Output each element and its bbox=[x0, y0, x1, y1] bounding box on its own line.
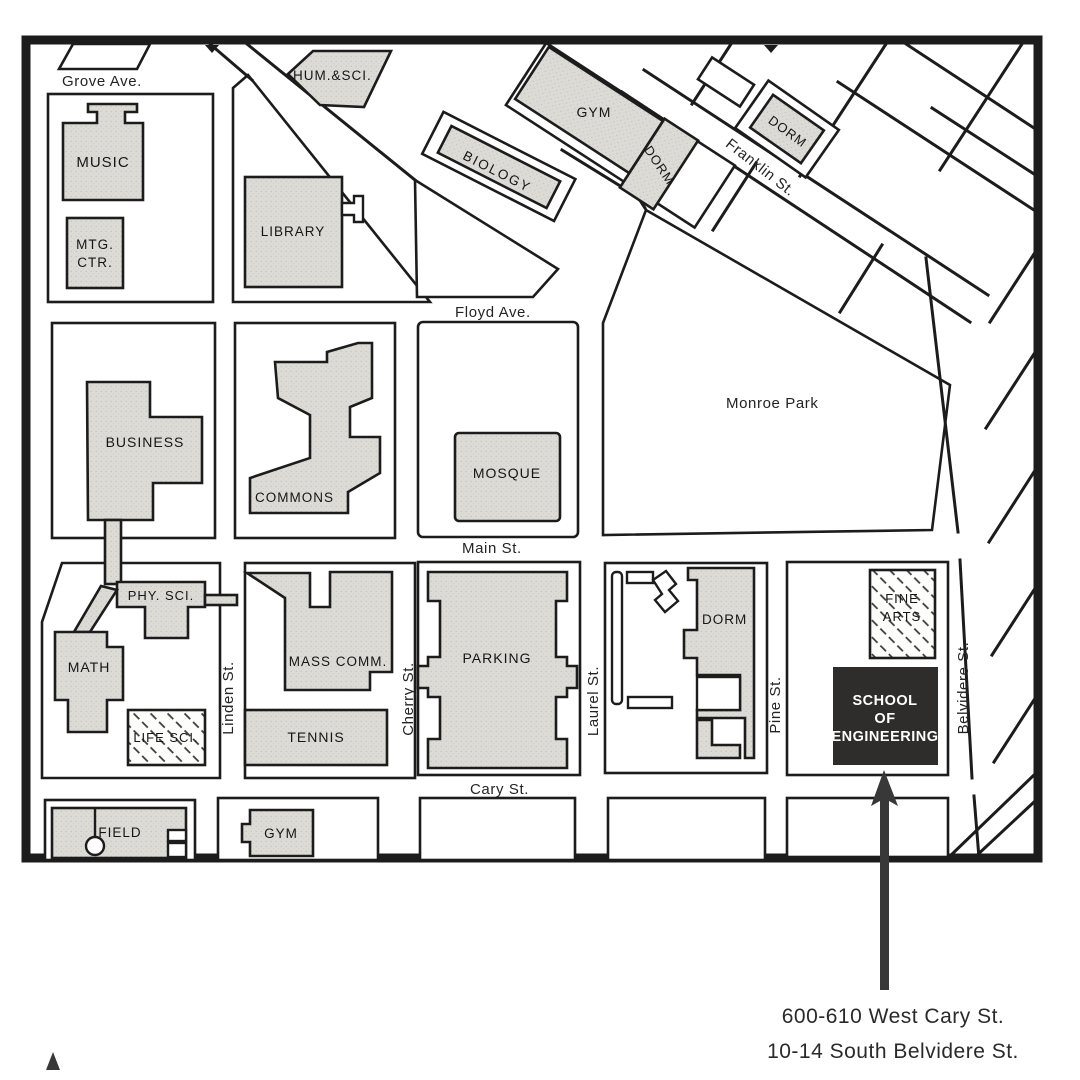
label-school-line3: ENGINEERING bbox=[831, 729, 938, 745]
label-tennis: TENNIS bbox=[287, 729, 344, 745]
dorm-south-wing bbox=[695, 718, 742, 760]
mass-comm-building bbox=[242, 570, 394, 692]
commons-building bbox=[248, 341, 382, 515]
parking-structure bbox=[416, 570, 579, 770]
dorm-courtyard-building bbox=[695, 675, 742, 712]
library-building bbox=[243, 175, 344, 289]
street-label-main: Main St. bbox=[462, 540, 522, 557]
label-hum-sci: HUM.&SCI. bbox=[293, 68, 372, 83]
label-field: FIELD bbox=[98, 825, 141, 840]
label-math: MATH bbox=[68, 659, 111, 675]
annotation-layer: 600-610 West Cary St. 10-14 South Belvid… bbox=[46, 770, 1019, 1070]
label-mosque: MOSQUE bbox=[473, 465, 541, 481]
monroe-park-block bbox=[601, 208, 952, 537]
label-school-line2: OF bbox=[874, 711, 895, 727]
fine-arts-building bbox=[868, 568, 937, 660]
field-annex-2 bbox=[166, 841, 188, 859]
label-gym-south: GYM bbox=[264, 826, 298, 841]
dorm-gym-building bbox=[618, 116, 700, 212]
school-of-engineering-building bbox=[833, 667, 938, 765]
label-school-line1: SCHOOL bbox=[852, 693, 917, 709]
street-label-belvidere: Belvidere St. bbox=[955, 642, 972, 735]
mosque-building bbox=[453, 431, 562, 523]
south-block-4 bbox=[606, 796, 767, 862]
label-mass-comm: MASS COMM. bbox=[289, 654, 388, 669]
label-mtg-line2: CTR. bbox=[77, 255, 113, 270]
dorm-bar-west bbox=[610, 570, 624, 706]
library-annex bbox=[340, 194, 365, 224]
biology-building bbox=[436, 124, 562, 210]
grid-small-block bbox=[696, 55, 756, 109]
label-gym-north: GYM bbox=[577, 104, 612, 120]
business-phy-sci-connector bbox=[103, 518, 123, 586]
street-label-floyd: Floyd Ave. bbox=[455, 304, 531, 321]
gym-south-building bbox=[240, 808, 315, 858]
grove-ave-structure bbox=[56, 42, 153, 71]
hum-sci-building bbox=[286, 49, 394, 109]
street-label-linden: Linden St. bbox=[220, 661, 237, 735]
label-mtg-line1: MTG. bbox=[76, 237, 114, 252]
biology-south-block bbox=[413, 177, 560, 299]
street-label-cherry: Cherry St. bbox=[400, 662, 417, 736]
label-life-sci: LIFE SCI. bbox=[133, 730, 198, 745]
label-music: MUSIC bbox=[76, 154, 129, 171]
street-label-pine: Pine St. bbox=[767, 676, 784, 733]
field-building bbox=[50, 806, 188, 860]
label-parking: PARKING bbox=[463, 650, 532, 666]
dorm-diagonal-annex bbox=[651, 569, 680, 614]
street-label-laurel: Laurel St. bbox=[585, 666, 602, 736]
life-sci-building bbox=[126, 708, 207, 767]
phy-sci-building bbox=[115, 580, 207, 640]
tennis-building bbox=[243, 708, 389, 767]
dorm-franklin-building bbox=[748, 93, 826, 165]
label-dorm-cary: DORM bbox=[702, 612, 747, 627]
label-phy-sci: PHY. SCI. bbox=[128, 588, 195, 603]
dorm-bar-south bbox=[626, 695, 674, 710]
label-commons: COMMONS bbox=[255, 490, 334, 505]
label-fine-arts-line1: FINE bbox=[885, 591, 919, 606]
street-label-cary: Cary St. bbox=[470, 781, 529, 798]
field-circle-structure bbox=[84, 835, 106, 857]
buildings-layer bbox=[50, 45, 938, 860]
field-annex-1 bbox=[166, 828, 188, 843]
label-library: LIBRARY bbox=[261, 224, 326, 239]
mtg-ctr-building bbox=[65, 216, 125, 290]
pointer-arrow-icon bbox=[871, 770, 898, 990]
south-block-5 bbox=[785, 796, 950, 859]
south-block-3 bbox=[418, 796, 577, 862]
place-label-monroe-park: Monroe Park bbox=[726, 395, 818, 412]
label-business: BUSINESS bbox=[106, 434, 185, 450]
music-building bbox=[61, 102, 145, 202]
address-line-1: 600-610 West Cary St. bbox=[782, 1005, 1005, 1028]
border-tick-east-icon bbox=[764, 45, 778, 53]
address-line-2: 10-14 South Belvidere St. bbox=[767, 1040, 1019, 1063]
phy-sci-mass-comm-connector bbox=[203, 593, 239, 607]
north-arrow-tip-icon bbox=[46, 1052, 60, 1070]
street-label-grove: Grove Ave. bbox=[62, 73, 142, 90]
math-building bbox=[53, 630, 125, 734]
dorm-bar-north bbox=[625, 570, 655, 585]
label-fine-arts-line2: ARTS bbox=[883, 609, 921, 624]
